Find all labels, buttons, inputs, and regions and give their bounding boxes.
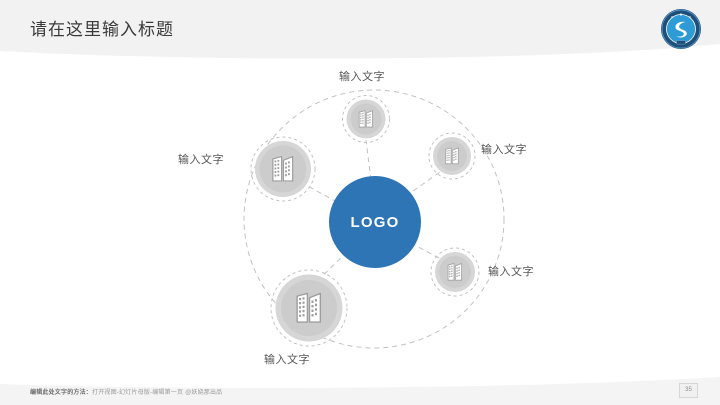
page-number-badge: 35 — [679, 383, 698, 398]
node-label-upper-right: 输入文字 — [481, 144, 527, 156]
diagram-node-bottom — [270, 269, 348, 347]
page-title: 请在这里输入标题 — [30, 20, 174, 39]
diagram-node-top — [342, 95, 390, 143]
diagram-node-lower-right — [430, 247, 480, 297]
node-label-top: 输入文字 — [339, 71, 385, 83]
diagram-node-left — [250, 136, 316, 202]
center-logo-label: LOGO — [350, 214, 400, 231]
university-seal-logo — [660, 8, 702, 50]
footer-note-bold: 编辑此处文字的方法： — [30, 390, 93, 396]
footer-note-rest: 打开视图-幻灯片母版-编辑第一页 @妖娆那出品 — [92, 390, 223, 396]
node-label-bottom: 输入文字 — [264, 354, 310, 366]
diagram-node-upper-right — [428, 132, 476, 180]
footer-note: 编辑此处文字的方法：打开视图-幻灯片母版-编辑第一页 @妖娆那出品 — [30, 387, 222, 396]
diagram-center-hub — [329, 176, 421, 268]
node-label-left: 输入文字 — [178, 154, 224, 166]
node-label-lower-right: 输入文字 — [488, 266, 534, 278]
